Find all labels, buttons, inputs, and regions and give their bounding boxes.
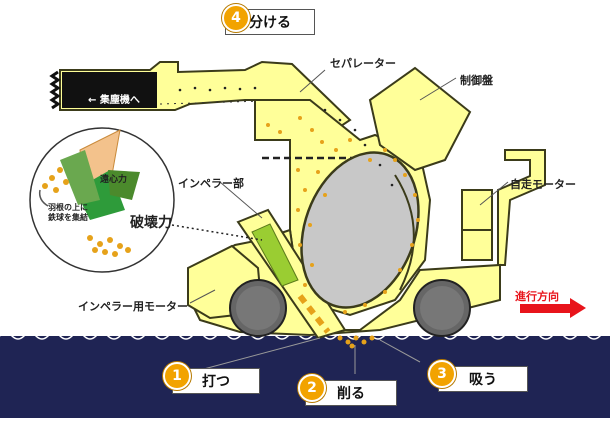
steel-shot-particles bbox=[266, 116, 420, 349]
impeller-blade bbox=[251, 223, 299, 287]
step-2-label: 削る bbox=[337, 386, 365, 402]
destructive-force-label: 破壊力 bbox=[130, 215, 172, 231]
impeller-motor-label: インペラー用モーター bbox=[78, 300, 188, 313]
step-1-label: 打つ bbox=[202, 374, 230, 390]
self-drive-motor bbox=[461, 189, 493, 231]
separator-label: セパレーター bbox=[330, 57, 396, 70]
gather-label-line2: 鉄球を集結 bbox=[48, 213, 88, 222]
step-2-badge: 2 bbox=[298, 374, 326, 402]
centrifugal-label: 遠心力 bbox=[100, 175, 128, 185]
direction-label: 進行方向 bbox=[515, 290, 559, 303]
self-motor-label: 自走モーター bbox=[510, 178, 576, 191]
control-panel bbox=[368, 66, 472, 172]
step-4-badge: 4 bbox=[222, 4, 250, 32]
collector-outlet bbox=[62, 72, 157, 108]
step-3-badge: 3 bbox=[428, 360, 456, 388]
step-4-label: 分ける bbox=[249, 15, 291, 31]
gather-label-line1: 羽根の上に bbox=[48, 203, 88, 212]
to-collector-label: ← 集塵機へ bbox=[88, 95, 140, 106]
control-panel-label: 制御盤 bbox=[460, 74, 493, 87]
step-3-label: 吸う bbox=[469, 372, 497, 388]
blast-drum bbox=[300, 151, 420, 309]
impeller-part-label: インペラー部 bbox=[178, 177, 244, 190]
step-1-badge: 1 bbox=[163, 362, 191, 390]
direction-arrow bbox=[520, 304, 572, 313]
